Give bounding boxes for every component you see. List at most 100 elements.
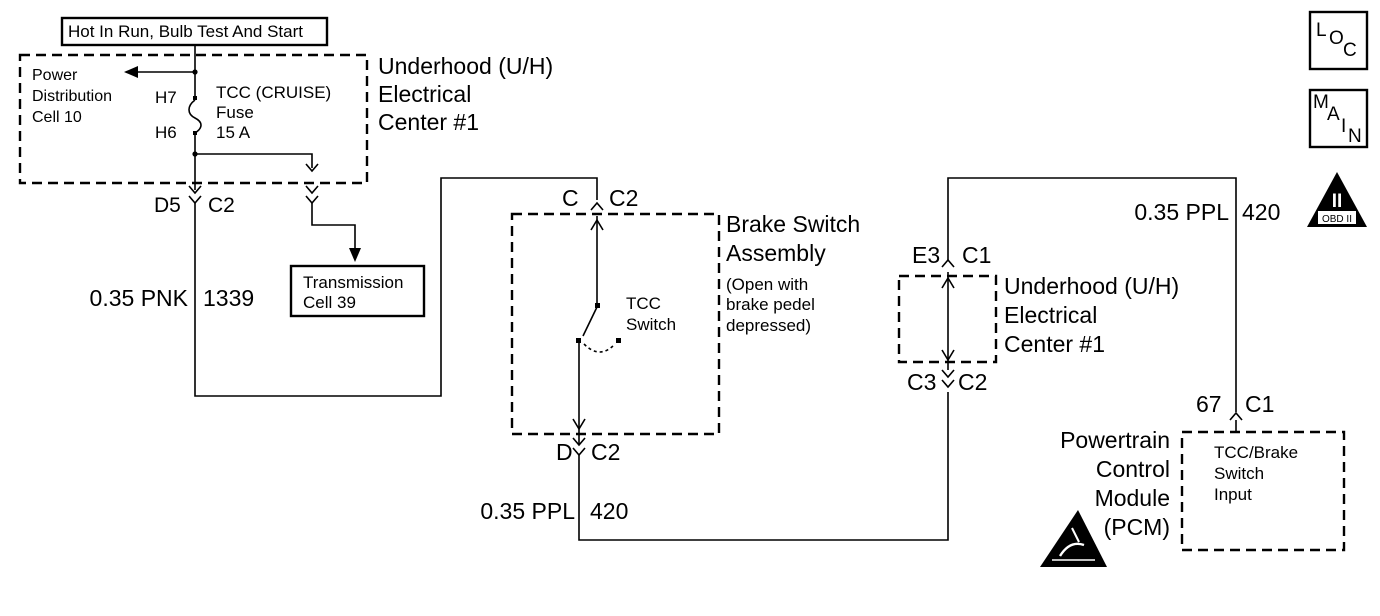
- underhood-center-top-box: [18, 53, 369, 185]
- main-button-frame[interactable]: [1308, 88, 1369, 149]
- pnk-circuit: 1339: [203, 285, 254, 311]
- uh-right-bottom-connector-upper-icon: [941, 369, 955, 379]
- uh-right-bottom-pin: C3: [907, 369, 936, 395]
- uh-right-line1: Underhood (U/H): [1004, 273, 1179, 299]
- uh-right-top-conn: C1: [962, 242, 991, 268]
- brake-note2: brake pedel: [726, 295, 815, 314]
- pcm-box: [1180, 430, 1346, 552]
- d5-connector-lower-icon: [188, 195, 202, 205]
- esd-warning-icon: [1040, 510, 1107, 567]
- pcm-line2: Control: [1096, 456, 1170, 482]
- brake-upper-arrow-icon: [590, 218, 604, 231]
- obd-numeral: II: [1332, 191, 1343, 212]
- brake-title2: Assembly: [726, 240, 826, 266]
- loc-button[interactable]: L O C: [1308, 10, 1369, 71]
- ppl-bottom-circuit: 420: [590, 498, 628, 524]
- fuse-bottom-pin: H6: [155, 123, 177, 142]
- pcm-input-line2: Switch: [1214, 464, 1264, 483]
- transmission-arrow-icon: [349, 248, 361, 262]
- transmission-line1: Transmission: [303, 273, 403, 292]
- switch-label2: Switch: [626, 315, 676, 334]
- brake-top-connector-icon: [590, 201, 604, 211]
- uh-right-top-pin: E3: [912, 242, 940, 268]
- uh-right-bottom-conn: C2: [958, 369, 987, 395]
- uh-right-bottom-connector-lower-icon: [941, 379, 955, 389]
- brake-top-conn: C2: [609, 185, 638, 211]
- ppl-420-bottom-wire: [578, 392, 949, 541]
- pcm-pin: 67: [1196, 391, 1222, 417]
- pcm-line1: Powertrain: [1060, 427, 1170, 453]
- main-button[interactable]: M A I N: [1308, 88, 1369, 149]
- fuse-terminal-top: [193, 96, 197, 100]
- switch-travel-icon: [583, 343, 616, 353]
- power-dist-line3: Cell 10: [32, 109, 82, 126]
- obd-label-box: [1318, 211, 1356, 224]
- ppl-top-circuit: 420: [1242, 199, 1280, 225]
- loc-letter-1: L: [1316, 20, 1327, 41]
- fuse-label-line1: TCC (CRUISE): [216, 83, 331, 102]
- fuse-icon: [188, 99, 202, 134]
- fuse-label-line2: Fuse: [216, 103, 254, 122]
- pnk-gauge-color: 0.35 PNK: [90, 285, 189, 311]
- transmission-internal-arrow-icon: [305, 163, 319, 173]
- switch-terminal-top: [595, 303, 600, 308]
- switch-label1: TCC: [626, 294, 661, 313]
- ppl-top-gauge-color: 0.35 PPL: [1134, 199, 1229, 225]
- transmission-box: [289, 264, 426, 318]
- loc-letter-3: C: [1343, 40, 1357, 61]
- d5-conn: C2: [208, 194, 235, 217]
- pnk-1339-wire: [194, 177, 598, 397]
- brake-note3: depressed): [726, 316, 811, 335]
- pcm-conn: C1: [1245, 391, 1274, 417]
- brake-bottom-pin: D: [556, 439, 573, 465]
- brake-note1: (Open with: [726, 275, 808, 294]
- fuse-label-line3: 15 A: [216, 123, 251, 142]
- uh-right-top-connector-icon: [941, 258, 955, 268]
- d5-connector-upper-icon: [188, 185, 202, 195]
- pcm-line4: (PCM): [1104, 514, 1170, 540]
- brake-top-pin: C: [562, 185, 579, 211]
- brake-lower-arrow-icon: [572, 418, 586, 431]
- pcm-input-line1: TCC/Brake: [1214, 443, 1298, 462]
- pcm-input-line3: Input: [1214, 485, 1252, 504]
- uh-right-lower-arrow-icon: [941, 349, 955, 362]
- uh-top-line3: Center #1: [378, 109, 479, 135]
- transmission-connector-upper-icon: [305, 185, 319, 195]
- power-dist-line1: Power: [32, 67, 78, 84]
- uh-top-line2: Electrical: [378, 81, 471, 107]
- brake-bottom-conn: C2: [591, 439, 620, 465]
- fuse-terminal-bottom: [193, 131, 197, 135]
- uh-right-line2: Electrical: [1004, 302, 1097, 328]
- obd-label: OBD II: [1322, 214, 1352, 225]
- brake-switch-assembly-box: [510, 212, 721, 436]
- fuse-top-pin: H7: [155, 88, 177, 107]
- loc-letter-2: O: [1329, 28, 1344, 49]
- main-letter-4: N: [1348, 126, 1362, 147]
- power-dist-arrow-icon: [124, 66, 138, 78]
- transmission-connector-lower-icon: [305, 195, 319, 205]
- transmission-line2: Cell 39: [303, 293, 356, 312]
- main-letter-2: A: [1327, 104, 1340, 125]
- obd-ii-button[interactable]: II OBD II: [1307, 172, 1367, 227]
- switch-terminal-right: [616, 338, 621, 343]
- brake-bottom-connector-lower-icon: [572, 447, 586, 457]
- ppl-bottom-gauge-color: 0.35 PPL: [480, 498, 575, 524]
- supply-label: Hot In Run, Bulb Test And Start: [68, 22, 303, 41]
- main-letter-3: I: [1341, 116, 1346, 137]
- pcm-line3: Module: [1095, 485, 1170, 511]
- switch-blade: [582, 306, 598, 337]
- d5-pin: D5: [154, 194, 181, 217]
- main-letter-1: M: [1313, 92, 1329, 113]
- loc-button-frame[interactable]: [1308, 10, 1369, 71]
- pcm-connector-icon: [1229, 411, 1243, 421]
- switch-terminal-left: [576, 338, 581, 343]
- uh-right-line3: Center #1: [1004, 331, 1105, 357]
- brake-bottom-connector-upper-icon: [572, 437, 586, 447]
- ppl-420-top-wire: [947, 177, 1237, 412]
- uh-top-line1: Underhood (U/H): [378, 53, 553, 79]
- transmission-internal-wire: [195, 153, 313, 168]
- transmission-wire: [311, 203, 356, 250]
- uh-right-upper-arrow-icon: [941, 276, 955, 289]
- brake-title1: Brake Switch: [726, 211, 860, 237]
